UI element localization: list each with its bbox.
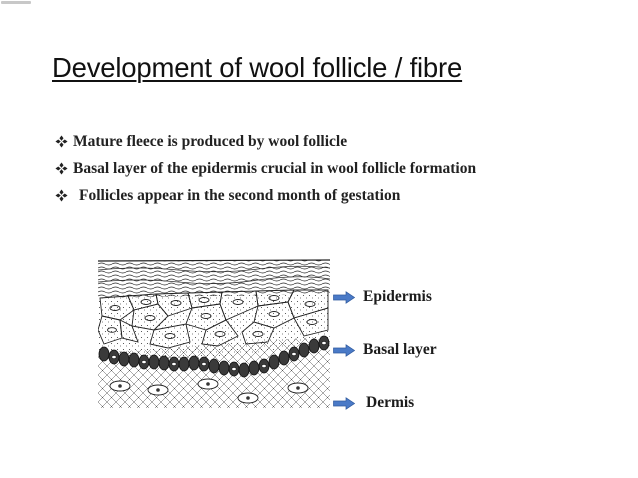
epidermis-label-row: Epidermis (333, 288, 432, 306)
right-arrow-icon (333, 396, 355, 410)
basal-layer-label-row: Basal layer (333, 341, 437, 359)
bullet-list: Mature fleece is produced by wool follic… (55, 128, 476, 209)
dermal-nuclei (118, 382, 300, 400)
skin-cross-section-illustration (98, 258, 330, 408)
bullet-item: Follicles appear in the second month of … (55, 182, 476, 209)
thumbnail-marker (1, 1, 31, 4)
epidermis-label: Epidermis (363, 288, 432, 305)
stratum-corneum (98, 260, 330, 298)
basal-layer-label: Basal layer (363, 341, 437, 358)
bullet-text: Basal layer of the epidermis crucial in … (73, 159, 477, 177)
four-diamond-icon (55, 135, 73, 148)
dermis-label: Dermis (366, 394, 415, 411)
dermis-label-row: Dermis (333, 394, 414, 412)
bullet-text: Mature fleece is produced by wool follic… (73, 132, 348, 150)
bullet-item: Mature fleece is produced by wool follic… (55, 128, 476, 155)
dermal-cells (109, 378, 309, 404)
right-arrow-icon (333, 343, 355, 357)
bullet-item: Basal layer of the epidermis crucial in … (55, 155, 476, 182)
cell-nuclei (107, 295, 318, 339)
slide-title: Development of wool follicle / fibre (52, 52, 463, 83)
four-diamond-icon (55, 189, 79, 202)
basal-layer-cells (98, 335, 330, 378)
bullet-text: Follicles appear in the second month of … (79, 186, 401, 204)
epidermal-cells (98, 289, 329, 349)
right-arrow-icon (333, 290, 355, 304)
four-diamond-icon (55, 162, 73, 175)
